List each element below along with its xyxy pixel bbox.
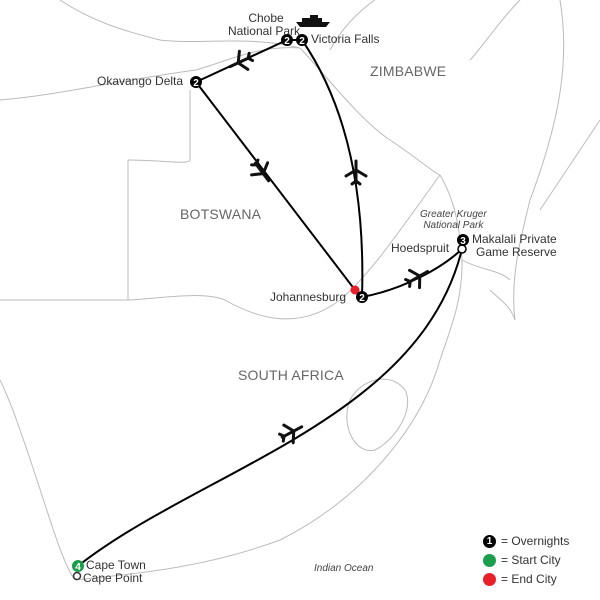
end-city-symbol xyxy=(483,572,496,586)
overnights-symbol: 1 xyxy=(483,534,496,548)
country-label-zimbabwe: ZIMBABWE xyxy=(370,63,447,79)
route-cape-town-hoedspruit xyxy=(77,248,463,567)
cape-point-label: Cape Point xyxy=(83,571,143,585)
hoedspruit-label: Hoedspruit xyxy=(391,241,450,255)
victoria-falls-marker xyxy=(296,34,308,46)
makalali-label-line1: Makalali Private xyxy=(472,232,557,246)
cape-town-overnights: 4 xyxy=(75,562,81,573)
legend-end-label: = End City xyxy=(501,572,557,586)
plane-icon xyxy=(401,261,435,294)
boat-icon xyxy=(296,15,330,27)
route-victoria-falls-johannesburg xyxy=(301,39,364,298)
chobe-label-line1: Chobe xyxy=(248,11,284,25)
johannesburg-marker xyxy=(356,291,368,303)
okavango-label: Okavango Delta xyxy=(97,74,184,88)
legend-start-city: = Start City xyxy=(483,553,561,567)
route-okavango-johannesburg xyxy=(195,81,356,291)
legend-end-city: = End City xyxy=(483,572,557,586)
victoria-falls-label: Victoria Falls xyxy=(311,32,380,46)
legend-start-label: = Start City xyxy=(501,553,561,567)
legend-overnights: 1 = Overnights xyxy=(483,534,569,548)
kruger-label: Greater Kruger National Park xyxy=(420,209,487,231)
start-city-symbol xyxy=(483,553,496,567)
johannesburg-overnights: 2 xyxy=(359,293,365,304)
okavango-marker xyxy=(190,76,202,88)
cape-town-start-marker xyxy=(72,560,84,572)
chobe-marker xyxy=(281,34,293,46)
cape-point-marker xyxy=(72,571,82,581)
victoria-falls-overnights: 2 xyxy=(299,36,305,47)
chobe-label: Chobe National Park xyxy=(228,11,300,38)
borders xyxy=(0,0,600,581)
country-label-botswana: BOTSWANA xyxy=(180,206,262,222)
makalali-label-line2: Game Reserve xyxy=(476,245,557,259)
makalali-marker xyxy=(457,234,469,246)
johannesburg-label: Johannesburg xyxy=(270,290,347,304)
chobe-label-line2: National Park xyxy=(227,24,300,38)
cape-town-label: Cape Town xyxy=(86,558,146,572)
plane-icon xyxy=(224,46,257,78)
country-label-south-africa: SOUTH AFRICA xyxy=(238,367,344,383)
plane-icon xyxy=(344,159,368,186)
kruger-label-line1: Greater Kruger xyxy=(420,209,487,220)
okavango-overnights: 2 xyxy=(193,78,199,89)
chobe-overnights: 2 xyxy=(284,36,290,47)
indian-ocean-label: Indian Ocean xyxy=(314,563,374,574)
legend-overnights-label: = Overnights xyxy=(501,534,570,548)
plane-icon xyxy=(275,416,308,448)
makalali-label: Makalali Private Game Reserve xyxy=(472,233,557,259)
kruger-label-line2: National Park xyxy=(423,220,484,231)
makalali-overnights: 3 xyxy=(460,236,466,247)
end-city-dot xyxy=(350,285,360,295)
